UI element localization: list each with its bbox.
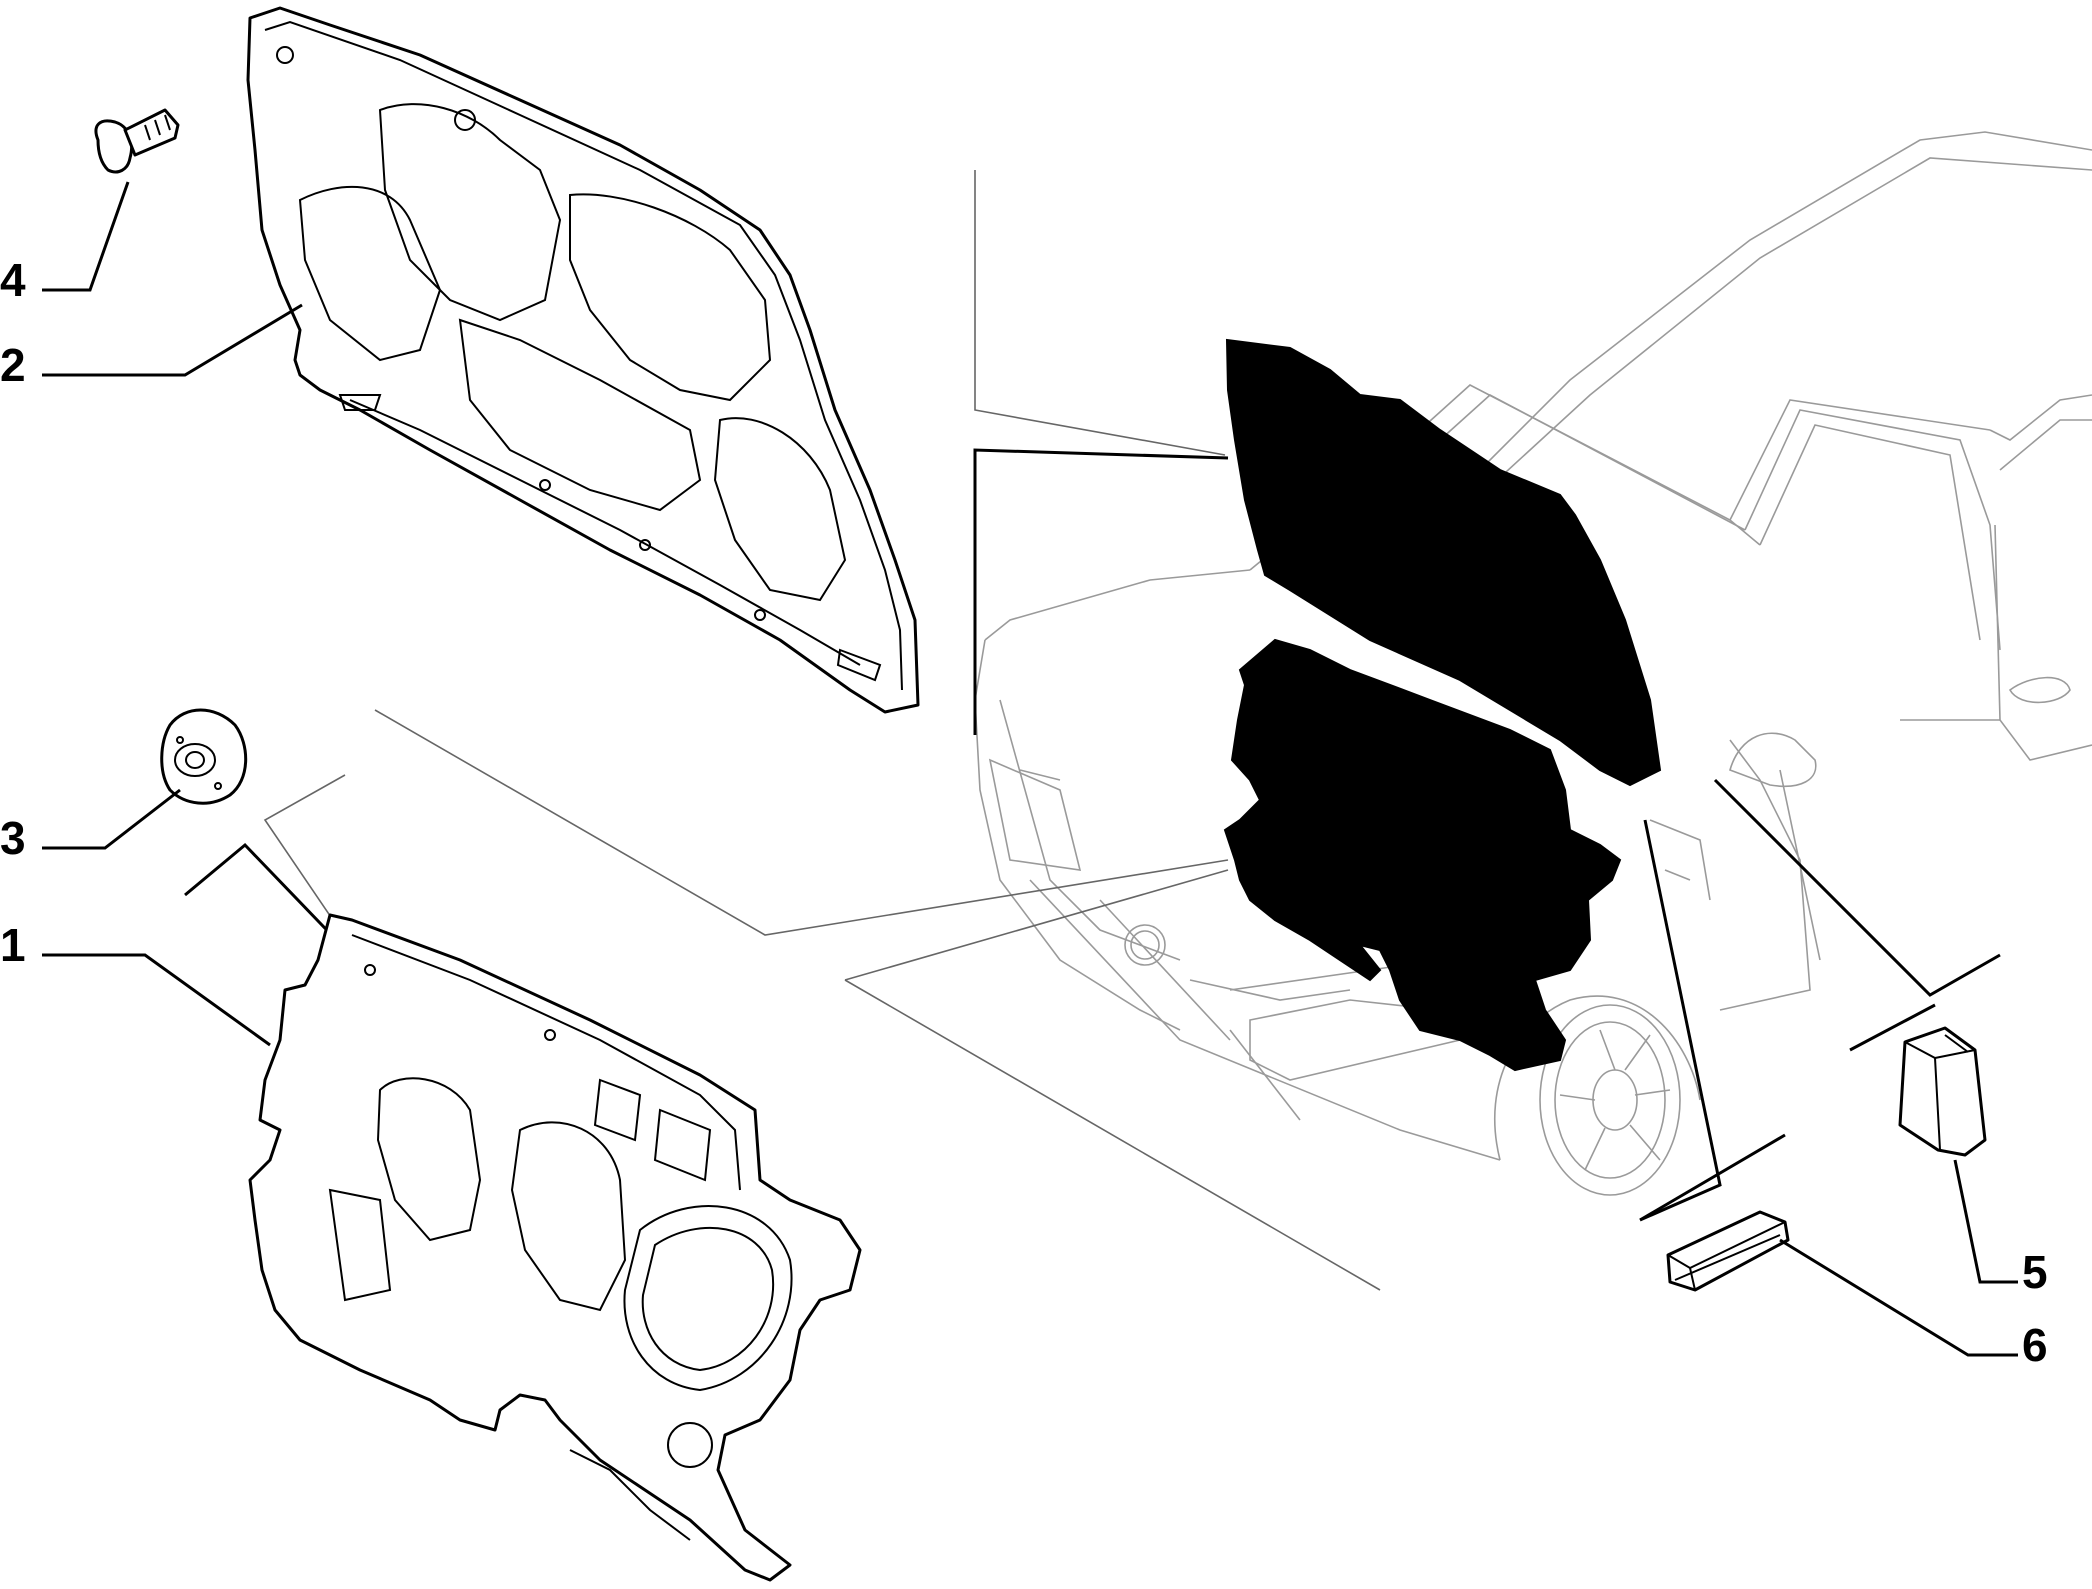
part-4-push-clip (94, 108, 180, 174)
part-1-dash-insulation (248, 913, 862, 1582)
callout-labels: 4 2 3 1 5 6 (0, 254, 2048, 1371)
callout-5: 5 (2022, 1246, 2048, 1298)
callout-1: 1 (0, 919, 26, 971)
part-6-block-pad (1666, 1210, 1790, 1292)
part-5-wedge-pad (1898, 1026, 1987, 1157)
callout-2: 2 (0, 339, 26, 391)
callout-4: 4 (0, 254, 26, 306)
car-outline-drawing (974, 131, 2092, 1196)
callout-3: 3 (0, 812, 26, 864)
part-3-grommet (160, 708, 248, 805)
dash-insulation-silhouette (1223, 638, 1622, 1072)
part-2-hood-insulation (246, 6, 920, 714)
callout-6: 6 (2022, 1319, 2048, 1371)
hood-insulation-silhouette (1225, 338, 1662, 787)
callout-leaders (42, 181, 2018, 1357)
